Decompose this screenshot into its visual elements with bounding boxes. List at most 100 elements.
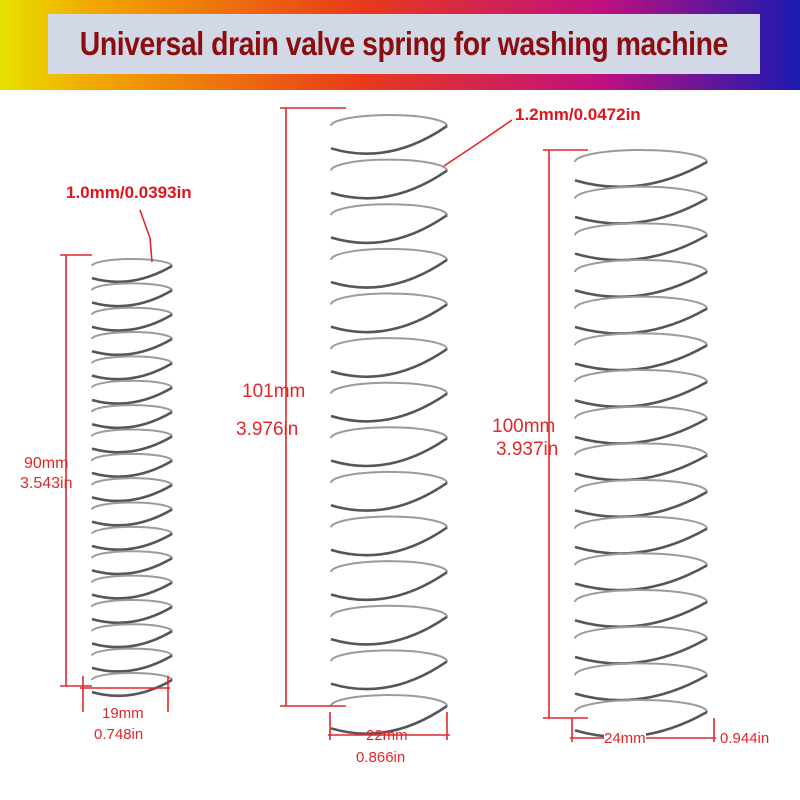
small-coil-front [91, 313, 173, 332]
medium-diameter-mm-label: 22mm [366, 727, 408, 744]
large-coil-back [574, 442, 708, 456]
large-coil-back [574, 259, 708, 273]
medium-coil-back [330, 515, 448, 528]
product-title: Universal drain valve spring for washing… [79, 25, 729, 62]
large-coil-front [574, 417, 708, 445]
medium-coil-back [330, 337, 448, 350]
large-coil-front [574, 637, 708, 665]
small-diameter-dimension-line [80, 676, 170, 712]
medium-coil-front [330, 481, 448, 512]
small-length-mm-label: 90mm [24, 455, 69, 472]
large-coil-front [574, 197, 708, 225]
small-diameter-mm-label: 19mm [102, 705, 144, 722]
medium-coil-back [330, 470, 448, 484]
small-coil-back [91, 306, 173, 316]
large-length-dimension-line [543, 149, 588, 719]
small-coil-back [91, 404, 173, 413]
large-coil-front [574, 564, 708, 592]
spring-medium-coils [330, 114, 448, 735]
medium-coil-back [330, 292, 448, 305]
title-panel: Universal drain valve spring for washing… [48, 14, 760, 74]
small-coil-back [91, 672, 173, 681]
medium-coil-back [330, 381, 448, 394]
medium-coil-front [330, 704, 448, 735]
medium-coil-front [330, 214, 448, 245]
small-coil-front [91, 264, 173, 284]
large-coil-back [574, 625, 708, 639]
small-length-in-label: 3.543in [20, 475, 73, 492]
small-coil-front [91, 289, 173, 308]
large-coil-front [574, 344, 708, 372]
small-coil-back [91, 379, 173, 389]
large-coil-front [574, 380, 708, 409]
large-coil-back [574, 222, 708, 236]
large-coil-front [574, 234, 708, 262]
small-coil-front [91, 581, 173, 600]
large-coil-front [574, 454, 708, 482]
small-length-dimension-line [60, 254, 92, 687]
large-length-mm-label: 100mm [492, 416, 556, 437]
medium-coil-front [330, 571, 448, 602]
small-coil-front [91, 337, 173, 357]
small-coil-front [91, 362, 173, 381]
small-coil-front [91, 435, 173, 454]
small-coil-back [91, 525, 173, 535]
large-coil-front [574, 600, 708, 629]
medium-coil-back [330, 247, 448, 261]
small-coil-front [91, 678, 173, 698]
small-coil-back [91, 574, 173, 583]
medium-coil-front [330, 303, 448, 334]
small-wire-leader [139, 209, 153, 263]
small-coil-back [91, 623, 173, 632]
large-coil-front [574, 490, 708, 519]
medium-coil-back [330, 604, 448, 618]
small-coil-front [91, 532, 173, 551]
small-coil-back [91, 282, 173, 291]
medium-wire-diameter-label: 1.2mm/0.0472in [515, 105, 641, 124]
large-coil-back [574, 479, 708, 493]
small-diameter-in-label: 0.748in [94, 726, 144, 743]
small-coil-back [91, 452, 173, 462]
medium-diameter-in-label: 0.866in [356, 749, 406, 766]
large-coil-front [574, 307, 708, 335]
title-banner: Universal drain valve spring for washing… [0, 0, 800, 90]
medium-wire-leader [443, 119, 513, 167]
large-coil-back [574, 295, 708, 309]
large-coil-back [574, 699, 708, 713]
medium-diameter-dimension-line [328, 712, 450, 740]
medium-coil-front [330, 348, 448, 379]
small-coil-back [91, 598, 173, 608]
small-coil-back [91, 258, 173, 267]
small-wire-diameter-label: 1.0mm/0.0393in [66, 183, 192, 202]
large-coil-back [574, 149, 708, 163]
medium-coil-back [330, 114, 448, 127]
small-coil-back [91, 550, 173, 559]
small-coil-front [91, 605, 173, 625]
medium-coil-back [330, 426, 448, 439]
medium-coil-front [330, 437, 448, 468]
small-coil-front [91, 459, 173, 478]
large-diameter-mm-label: 24mm [604, 730, 646, 747]
small-coil-back [91, 501, 173, 510]
large-coil-back [574, 369, 708, 383]
small-coil-front [91, 508, 173, 527]
medium-coil-back [330, 649, 448, 662]
medium-length-in-label: 3.976in [236, 419, 299, 440]
medium-coil-back [330, 158, 448, 171]
medium-coil-front [330, 660, 448, 691]
small-coil-front [91, 410, 173, 430]
medium-coil-front [330, 526, 448, 557]
spring-large-coils [574, 149, 708, 739]
large-diameter-in-label: 0.944in [720, 730, 770, 747]
large-coil-front [574, 527, 708, 555]
medium-coil-front [330, 392, 448, 423]
large-coil-front [574, 160, 708, 189]
medium-coil-front [330, 258, 448, 289]
medium-coil-front [330, 169, 448, 200]
small-coil-front [91, 484, 173, 503]
large-length-in-label: 3.937in [496, 439, 559, 460]
small-coil-back [91, 355, 173, 364]
large-coil-front [574, 674, 708, 702]
medium-coil-front [330, 124, 448, 155]
